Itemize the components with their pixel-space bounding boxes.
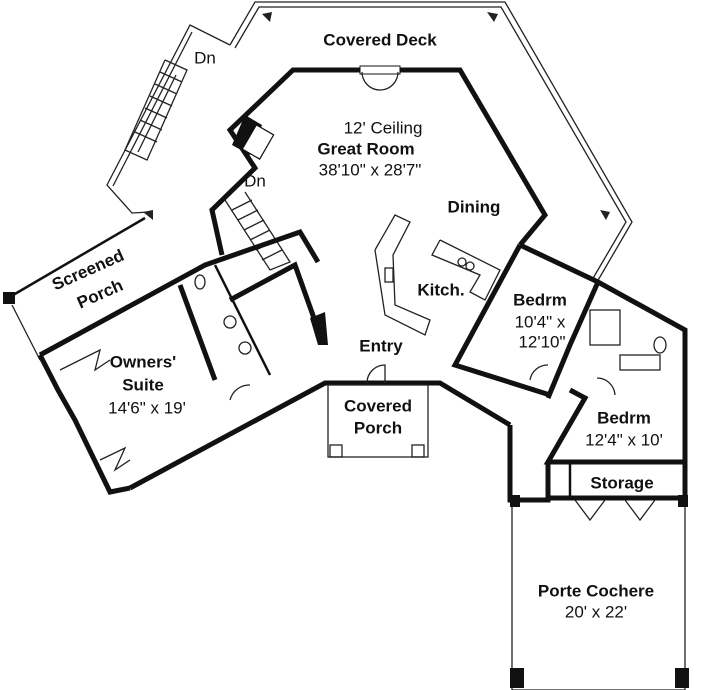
kitchen-label: Kitch. xyxy=(417,280,465,300)
stairs-down-label: Dn xyxy=(244,171,266,191)
porte-cochere-label: Porte Cochere xyxy=(537,581,655,601)
covered-porch-label-1: Covered xyxy=(343,396,413,416)
porte-cochere-size: 20' x 22' xyxy=(564,602,628,622)
covered-porch-label-2: Porch xyxy=(353,418,403,438)
great-room-label: Great Room xyxy=(317,139,415,159)
great-room-size: 38'10" x 28'7" xyxy=(318,160,422,180)
owners-suite-label-1: Owners' xyxy=(109,352,177,372)
covered-porch-outline xyxy=(327,364,429,458)
post xyxy=(143,210,153,220)
ceiling-note: 12' Ceiling xyxy=(343,118,423,138)
post xyxy=(262,12,272,22)
stairs-down-label: Dn xyxy=(194,48,216,68)
bedroom-1-size-2: 12'10" xyxy=(518,332,566,352)
great-room-walls xyxy=(209,65,549,256)
deck-stairs xyxy=(124,59,188,161)
fireplace xyxy=(232,115,262,155)
post xyxy=(487,12,498,22)
bedroom-1-size-1: 10'4" x xyxy=(514,312,566,332)
owners-suite-label-2: Suite xyxy=(122,375,164,395)
owners-wing-walls xyxy=(3,216,512,495)
bedroom-1-label: Bedrm xyxy=(513,290,567,310)
owners-suite-size: 14'6" x 19' xyxy=(108,398,186,418)
dining-label: Dining xyxy=(447,197,501,217)
right-wing-walls xyxy=(451,242,688,503)
storage-label: Storage xyxy=(590,473,654,493)
bedroom-2-label: Bedrm xyxy=(597,408,651,428)
porte-cochere-outline xyxy=(510,495,689,690)
interior-stairs xyxy=(224,191,291,271)
entry-label: Entry xyxy=(359,336,403,356)
covered-deck-outline xyxy=(106,1,633,283)
kitchen-counters xyxy=(374,214,501,336)
bedroom-2-size: 12'4" x 10' xyxy=(585,430,663,450)
covered-deck-label: Covered Deck xyxy=(323,30,437,50)
post xyxy=(600,210,610,220)
